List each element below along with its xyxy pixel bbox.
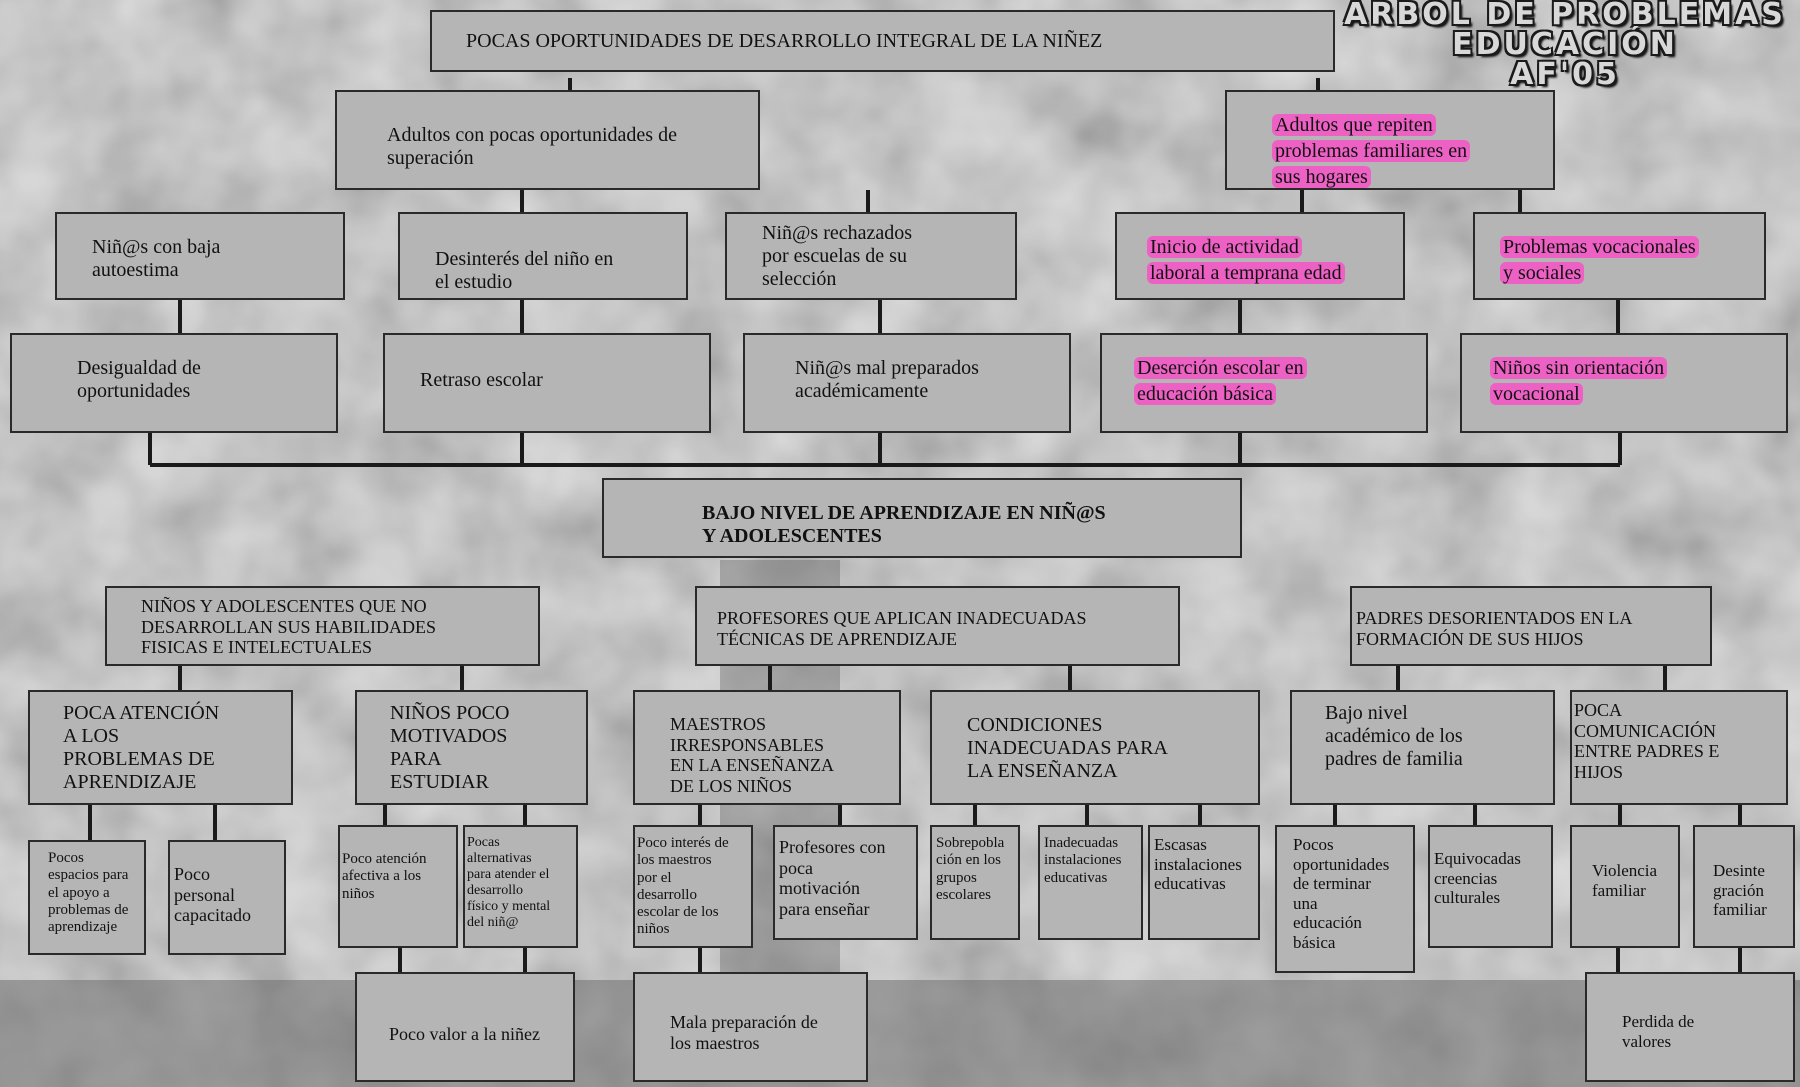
cause-valor-ninez: Poco valor a la niñez (355, 972, 575, 1082)
effect-desigualdad: Desigualdad de oportunidades (10, 333, 338, 433)
effect-baja-autoestima: Niñ@s con baja autoestima (55, 212, 345, 300)
cause-condiciones: CONDICIONES INADECUADAS PARA LA ENSEÑANZ… (930, 690, 1260, 805)
effect-mal-preparados: Niñ@s mal preparados académicamente (743, 333, 1071, 433)
effect-adultos-superacion: Adultos con pocas oportunidades de super… (335, 90, 760, 190)
cause-creencias: Equivocadas creencias culturales (1428, 825, 1553, 948)
cause-poca-motivacion: Profesores con poca motivación para ense… (773, 825, 918, 940)
cause-poco-interes: Poco interés de los maestros por el desa… (633, 825, 753, 948)
cause-perdida-valores: Perdida de valores (1585, 972, 1795, 1082)
effect-desinteres: Desinterés del niño en el estudio (398, 212, 688, 300)
cause-habilidades: NIÑOS Y ADOLESCENTES QUE NO DESARROLLAN … (105, 586, 540, 666)
effect-rechazados: Niñ@s rechazados por escuelas de su sele… (725, 212, 1017, 300)
cause-instalaciones-inadecuadas: Inadecuadas instalaciones educativas (1038, 825, 1143, 940)
cause-atencion-afectiva: Poco atención afectiva a los niños (338, 825, 458, 948)
stamp-line-3: AF'05 (1510, 57, 1620, 92)
stamp-line-1: ARBOL DE PROBLEMAS (1344, 0, 1786, 32)
cause-escasas-instalaciones: Escasas instalaciones educativas (1148, 825, 1260, 940)
cause-desintegracion: Desinte gración familiar (1693, 825, 1795, 948)
cause-padres: PADRES DESORIENTADOS EN LA FORMACIÓN DE … (1350, 586, 1712, 666)
cause-irresponsables: MAESTROS IRRESPONSABLES EN LA ENSEÑANZA … (633, 690, 901, 805)
cause-pocos-espacios: Pocos espacios para el apoyo a problemas… (28, 840, 146, 955)
diagram-title-stamp: ARBOL DE PROBLEMAS EDUCACIÓN AF'05 (1330, 0, 1800, 90)
cause-bajo-nivel-padres: Bajo nivel académico de los padres de fa… (1290, 690, 1555, 805)
cause-pocas-alternativas: Pocas alternativas para atender el desar… (463, 825, 578, 948)
cause-profesores: PROFESORES QUE APLICAN INADECUADAS TÉCNI… (695, 586, 1180, 666)
cause-sobrepoblacion: Sobrepobla ción en los grupos escolares (930, 825, 1020, 940)
effect-retraso: Retraso escolar (383, 333, 711, 433)
central-problem: BAJO NIVEL DE APRENDIZAJE EN NIÑ@S Y ADO… (602, 478, 1242, 558)
cause-poca-comunicacion: POCA COMUNICACIÓN ENTRE PADRES E HIJOS (1570, 690, 1788, 805)
cause-poca-atencion: POCA ATENCIÓN A LOS PROBLEMAS DE APRENDI… (28, 690, 293, 805)
effect-desercion: Deserción escolar en educación básica (1100, 333, 1428, 433)
effect-sin-orientacion: Niños sin orientación vocacional (1460, 333, 1788, 433)
cause-poco-motivados: NIÑOS POCO MOTIVADOS PARA ESTUDIAR (355, 690, 588, 805)
cause-mala-preparacion: Mala preparación de los maestros (633, 972, 868, 1082)
effect-vocacionales: Problemas vocacionales y sociales (1473, 212, 1766, 300)
effect-adultos-repiten: Adultos que repiten problemas familiares… (1225, 90, 1555, 190)
stamp-line-2: EDUCACIÓN (1452, 27, 1678, 62)
cause-pocas-oportunidades: Pocos oportunidades de terminar una educ… (1275, 825, 1415, 973)
cause-violencia: Violencia familiar (1570, 825, 1680, 948)
cause-poco-personal: Poco personal capacitado (168, 840, 286, 955)
effect-actividad-laboral: Inicio de actividad laboral a temprana e… (1115, 212, 1405, 300)
effect-top: POCAS OPORTUNIDADES DE DESARROLLO INTEGR… (430, 10, 1335, 72)
